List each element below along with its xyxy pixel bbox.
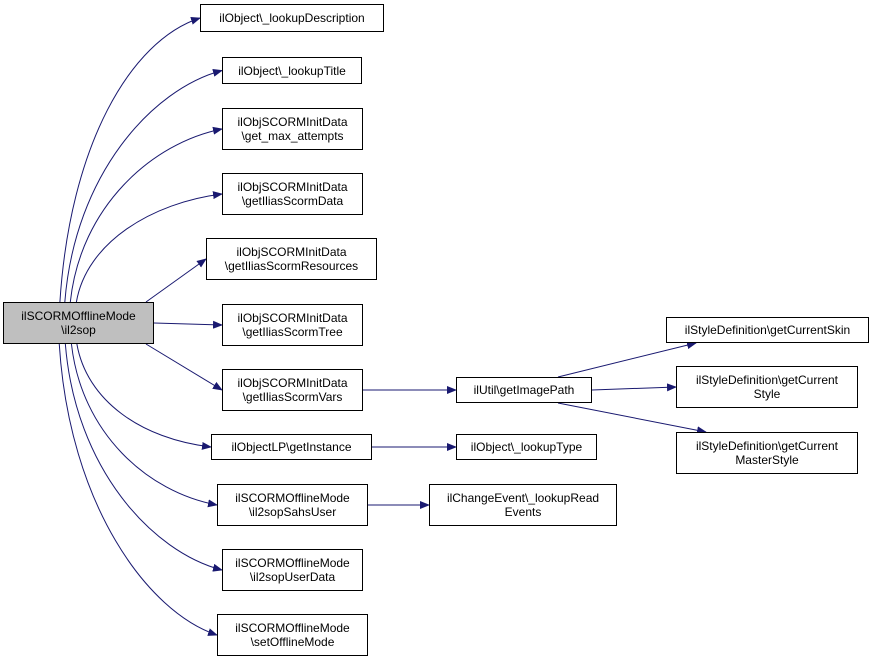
node-label-line: ilChangeEvent\_lookupRead: [446, 491, 600, 505]
node-label-line: \getIliasScormTree: [242, 325, 343, 339]
edge-root-to-n3: [69, 126, 223, 303]
node-label-line: \getIliasScormResources: [224, 259, 359, 273]
node-label-line: Events: [504, 505, 542, 519]
graph-node-n11[interactable]: ilSCORMOfflineMode\setOfflineMode: [217, 614, 368, 656]
node-label-line: ilObjSCORMInitData: [237, 115, 348, 129]
node-label-line: \il2sop: [61, 323, 96, 337]
node-label-line: ilObjSCORMInitData: [237, 180, 348, 194]
edge-root-to-n10: [64, 343, 223, 572]
edge-root-to-n6: [153, 320, 223, 329]
node-label-line: ilObjSCORMInitData: [237, 376, 348, 390]
edge-root-to-n4: [75, 191, 223, 303]
edge-root-to-n2: [64, 68, 223, 303]
edge-root-to-n9: [70, 343, 218, 508]
graph-node-n3[interactable]: ilObjSCORMInitData\get_max_attempts: [222, 108, 363, 150]
graph-node-n13[interactable]: ilObject\_lookupType: [456, 434, 597, 460]
graph-node-n9[interactable]: ilSCORMOfflineMode\il2sopSahsUser: [217, 484, 368, 526]
node-label-line: ilStyleDefinition\getCurrent: [695, 373, 839, 387]
node-label-line: ilObject\_lookupTitle: [238, 63, 346, 78]
graph-node-n7[interactable]: ilObjSCORMInitData\getIliasScormVars: [222, 369, 363, 411]
node-label-line: ilObject\_lookupDescription: [219, 11, 365, 25]
edge-root-to-n1: [59, 16, 201, 303]
edge-n12-to-n15: [557, 341, 697, 378]
edge-root-to-n5: [145, 258, 207, 303]
graph-node-n4[interactable]: ilObjSCORMInitData\getIliasScormData: [222, 173, 363, 215]
node-label-line: ilStyleDefinition\getCurrentSkin: [684, 323, 851, 337]
graph-node-root[interactable]: ilSCORMOfflineMode\il2sop: [3, 302, 154, 344]
edge-n12-to-n16: [591, 383, 677, 392]
node-label-line: ilUtil\getImagePath: [473, 383, 575, 397]
node-label-line: ilSCORMOfflineMode: [235, 556, 350, 570]
node-label-line: ilObjectLP\getInstance: [231, 440, 352, 454]
edge-n12-to-n17: [557, 402, 707, 435]
node-label-line: ilObjSCORMInitData: [236, 245, 347, 259]
edge-root-to-n11: [58, 343, 218, 636]
node-label-line: \getIliasScormData: [241, 194, 344, 208]
node-label-line: \setOfflineMode: [250, 635, 335, 649]
node-label-line: ilStyleDefinition\getCurrent: [695, 439, 839, 453]
graph-node-n8[interactable]: ilObjectLP\getInstance: [211, 434, 372, 460]
node-label-line: ilSCORMOfflineMode: [235, 491, 350, 505]
node-label-line: ilObject\_lookupType: [470, 440, 583, 454]
node-label-line: ilObjSCORMInitData: [237, 311, 348, 325]
node-label-line: Style: [753, 387, 781, 401]
node-label-line: ilSCORMOfflineMode: [235, 621, 350, 635]
graph-node-n1[interactable]: ilObject\_lookupDescription: [200, 4, 384, 32]
graph-node-n15[interactable]: ilStyleDefinition\getCurrentSkin: [666, 317, 869, 343]
graph-node-n10[interactable]: ilSCORMOfflineMode\il2sopUserData: [222, 549, 363, 591]
node-label-line: MasterStyle: [735, 453, 799, 467]
node-label-line: \get_max_attempts: [241, 129, 344, 143]
edge-root-to-n8: [76, 343, 212, 450]
graph-node-n2[interactable]: ilObject\_lookupTitle: [222, 57, 362, 84]
edge-root-to-n7: [145, 343, 223, 391]
graph-node-n5[interactable]: ilObjSCORMInitData\getIliasScormResource…: [206, 238, 377, 280]
node-label-line: \il2sopSahsUser: [248, 505, 337, 519]
graph-node-n12[interactable]: ilUtil\getImagePath: [456, 377, 592, 403]
node-label-line: \getIliasScormVars: [242, 390, 343, 404]
graph-node-n6[interactable]: ilObjSCORMInitData\getIliasScormTree: [222, 304, 363, 346]
node-label-line: \il2sopUserData: [249, 570, 336, 584]
node-label-line: ilSCORMOfflineMode: [21, 309, 136, 323]
